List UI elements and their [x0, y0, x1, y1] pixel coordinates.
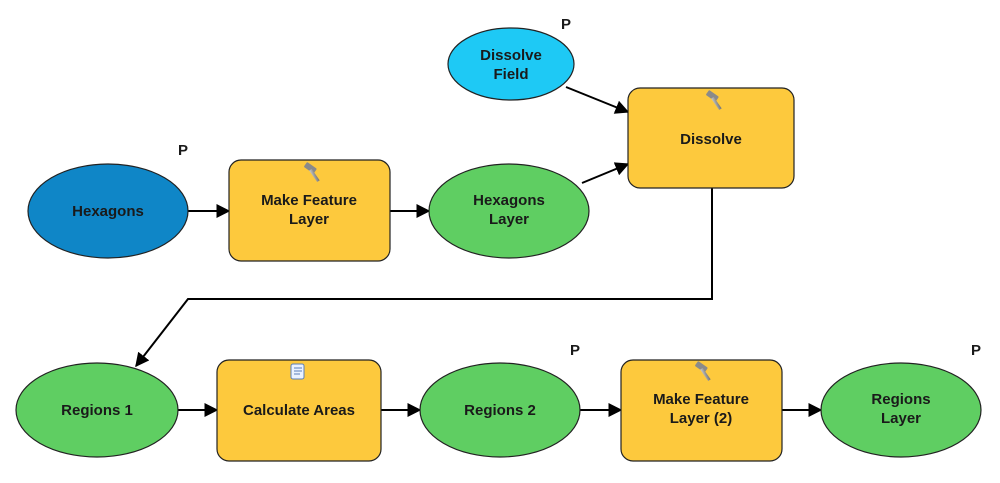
regions-1-node[interactable]: Regions 1 — [15, 362, 179, 458]
dissolve-field-shape — [447, 27, 575, 101]
edge-hexagons-layer-to-dissolve[interactable] — [581, 162, 630, 184]
regions-layer-label-line2: Layer — [881, 410, 921, 427]
regions-layer-label-line1: Regions — [871, 391, 930, 408]
make-feature-layer-node[interactable]: Make Feature Layer — [228, 159, 391, 262]
dissolve-node[interactable]: Dissolve — [627, 87, 795, 189]
hexagons-parameter-flag: P — [178, 142, 188, 159]
make-feature-layer-shape — [228, 159, 391, 262]
regions-1-shape — [15, 362, 179, 458]
dissolve-field-node[interactable]: Dissolve Field — [447, 27, 575, 101]
make-feature-layer-label-line2: Layer — [289, 211, 329, 228]
calculate-areas-label: Calculate Areas — [243, 402, 355, 419]
make-feature-layer-2-node[interactable]: Make Feature Layer (2) — [620, 359, 783, 462]
edge-dissolve-to-regions-1[interactable] — [135, 188, 713, 368]
connectors — [135, 86, 823, 417]
hammer-icon — [304, 162, 320, 183]
dissolve-field-label-line1: Dissolve — [480, 47, 542, 64]
regions-layer-parameter-flag: P — [971, 342, 981, 359]
make-feature-layer-2-label-line1: Make Feature — [653, 391, 749, 408]
hexagons-label: Hexagons — [72, 203, 144, 220]
hexagons-layer-node[interactable]: Hexagons Layer — [428, 163, 590, 259]
dissolve-shape — [627, 87, 795, 189]
regions-layer-node[interactable]: Regions Layer — [820, 362, 982, 458]
regions-2-shape — [419, 362, 581, 458]
dissolve-field-label-line2: Field — [493, 66, 528, 83]
dissolve-label: Dissolve — [680, 131, 742, 148]
hexagons-layer-shape — [428, 163, 590, 259]
script-icon — [290, 363, 305, 380]
make-feature-layer-2-shape — [620, 359, 783, 462]
regions-2-label: Regions 2 — [464, 402, 536, 419]
hammer-icon — [706, 90, 722, 111]
regions-layer-shape — [820, 362, 982, 458]
hexagons-layer-label-line2: Layer — [489, 211, 529, 228]
calculate-areas-shape — [216, 359, 382, 462]
hexagons-shape — [27, 163, 189, 259]
make-feature-layer-label-line1: Make Feature — [261, 192, 357, 209]
regions-2-parameter-flag: P — [570, 342, 580, 359]
edge-dissolve-field-to-dissolve[interactable] — [565, 86, 630, 114]
hexagons-node[interactable]: Hexagons — [27, 163, 189, 259]
regions-1-label: Regions 1 — [61, 402, 133, 419]
hammer-icon — [695, 361, 711, 382]
regions-2-node[interactable]: Regions 2 — [419, 362, 581, 458]
calculate-areas-node[interactable]: Calculate Areas — [216, 359, 382, 462]
hexagons-layer-label-line1: Hexagons — [473, 192, 545, 209]
dissolve-field-parameter-flag: P — [561, 16, 571, 33]
make-feature-layer-2-label-line2: Layer (2) — [670, 410, 733, 427]
